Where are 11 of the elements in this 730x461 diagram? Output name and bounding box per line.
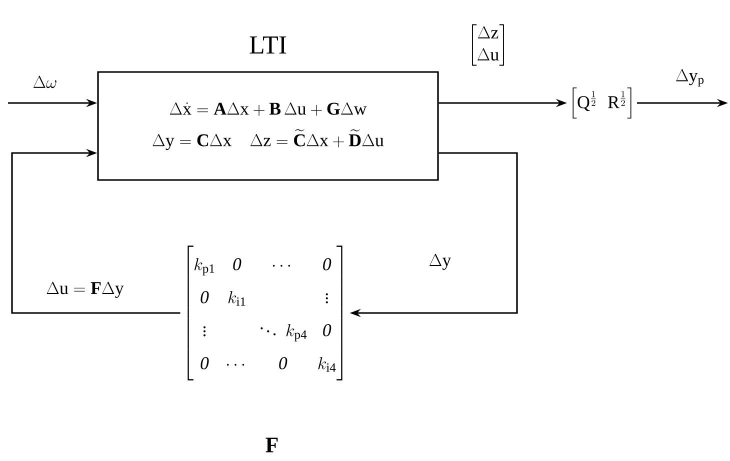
arrow xyxy=(11,148,180,314)
block-title: LTI xyxy=(250,36,286,54)
feedback-matrix: $\begin{bmatrix} k_{\mathrm{p1}} & \mathit{0} & \cdots & \mathit{0} \\ \mathit{0} & k_{\mathrm{i1}} & & \vdots \\ \vdots & & \ddots \; k_{\mathrm{p4}} & \mathit{0} \\ \mathit{0} & \cdots & \mathit{0} & k_{\mathrm{i4}} \end{bmatrix}$ xyxy=(188,246,342,380)
edge-label: $\Delta\mathrm{y}$ xyxy=(428,253,452,271)
edge-label: $\Delta\omega$ xyxy=(32,75,58,89)
edge-label: $\begin{bmatrix} \Delta\mathrm{z} \\ \Delta\mathrm{u} \end{bmatrix}$ xyxy=(466,22,510,68)
gain-matrix: $\begin{bmatrix} \mathrm{Q}^{\frac{1}{2}} & \mathrm{R}^{\frac{1}{2}} \end{bmatrix}$ xyxy=(572,87,632,119)
edge-label: $\Delta\mathrm{y}_{\mathrm{p}}$ xyxy=(674,68,706,88)
edge-label: $\Delta\mathrm{u} = \mathbf{F}\Delta\mathrm{y}$ xyxy=(45,281,125,299)
matrix-name: $\mathbf{F}$ xyxy=(266,438,278,452)
system-block: $\Delta\dot{\mathrm{x}} = \mathbf{A}\Delta\mathrm{x} + \mathbf{B}\,\Delta\mathrm{u} + \mathbf{G}\Delta\mathrm{w}$ $\Delta\mathrm{y} = \mathbf{C}\Delta\mathrm{x} \quad \Delta\mathrm{z} = \widetilde{\mathbf{C}}\Delta\mathrm{x} + \widetilde{\mathbf{D}}\Delta\mathrm{u}$ xyxy=(97,71,439,181)
